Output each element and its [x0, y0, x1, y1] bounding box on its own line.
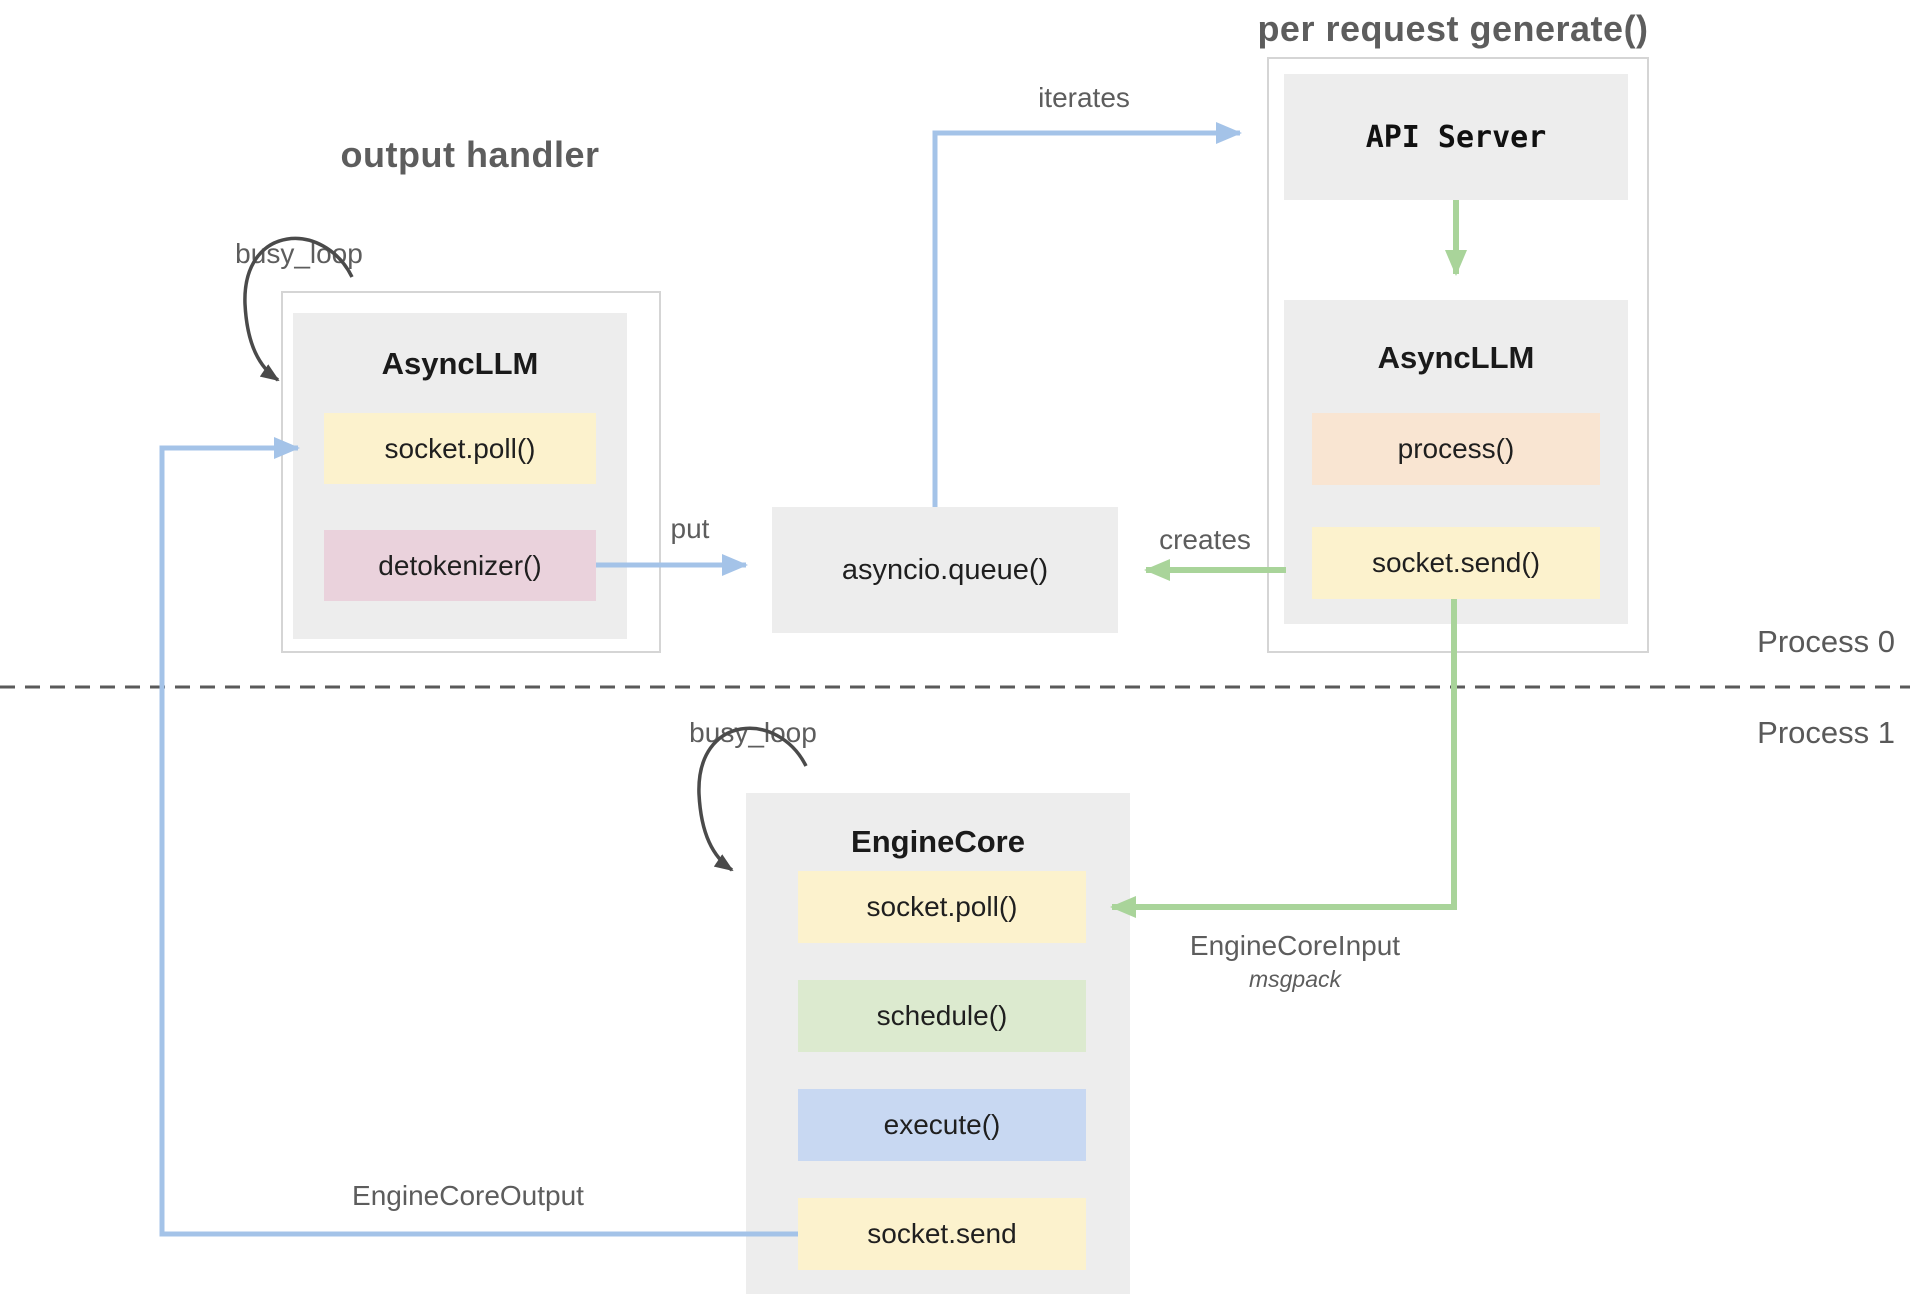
busy-loop-label-left: busy_loop — [235, 238, 363, 269]
busy-loop-label-right: busy_loop — [689, 717, 817, 748]
asyncio-queue-box: asyncio.queue() — [772, 507, 1118, 633]
output-detokenizer-box: detokenizer() — [324, 530, 596, 601]
engine-socket-send-box: socket.send — [798, 1198, 1086, 1270]
process-1-label: Process 1 — [1757, 715, 1895, 750]
engine-execute-box: execute() — [798, 1089, 1086, 1161]
creates-label: creates — [1159, 524, 1251, 555]
engine-core-output-label: EngineCoreOutput — [352, 1180, 584, 1211]
section-title-output-handler: output handler — [340, 134, 600, 175]
engine-core-title: EngineCore — [851, 824, 1025, 859]
asyncio-queue-label: asyncio.queue() — [841, 553, 1049, 586]
output-async-llm-title: AsyncLLM — [381, 346, 539, 381]
engine-schedule-box: schedule() — [798, 980, 1086, 1052]
api-server-title: API Server — [1365, 119, 1547, 155]
msgpack-label: msgpack — [1248, 966, 1342, 992]
engine-socket-poll-box: socket.poll() — [798, 871, 1086, 943]
section-title-per-request-generate: per request generate() — [1257, 8, 1649, 49]
iterates-label: iterates — [1038, 82, 1130, 113]
request-process-box: process() — [1312, 413, 1600, 485]
process-0-label: Process 0 — [1757, 624, 1895, 659]
request-async-llm-title: AsyncLLM — [1377, 340, 1535, 375]
engine-core-input-label: EngineCoreInput — [1189, 930, 1401, 961]
api-server-box: API Server — [1284, 74, 1628, 200]
output-socket-poll-box: socket.poll() — [324, 413, 596, 484]
iterates-arrow — [932, 122, 1242, 507]
request-socket-send-box: socket.send() — [1312, 527, 1600, 599]
